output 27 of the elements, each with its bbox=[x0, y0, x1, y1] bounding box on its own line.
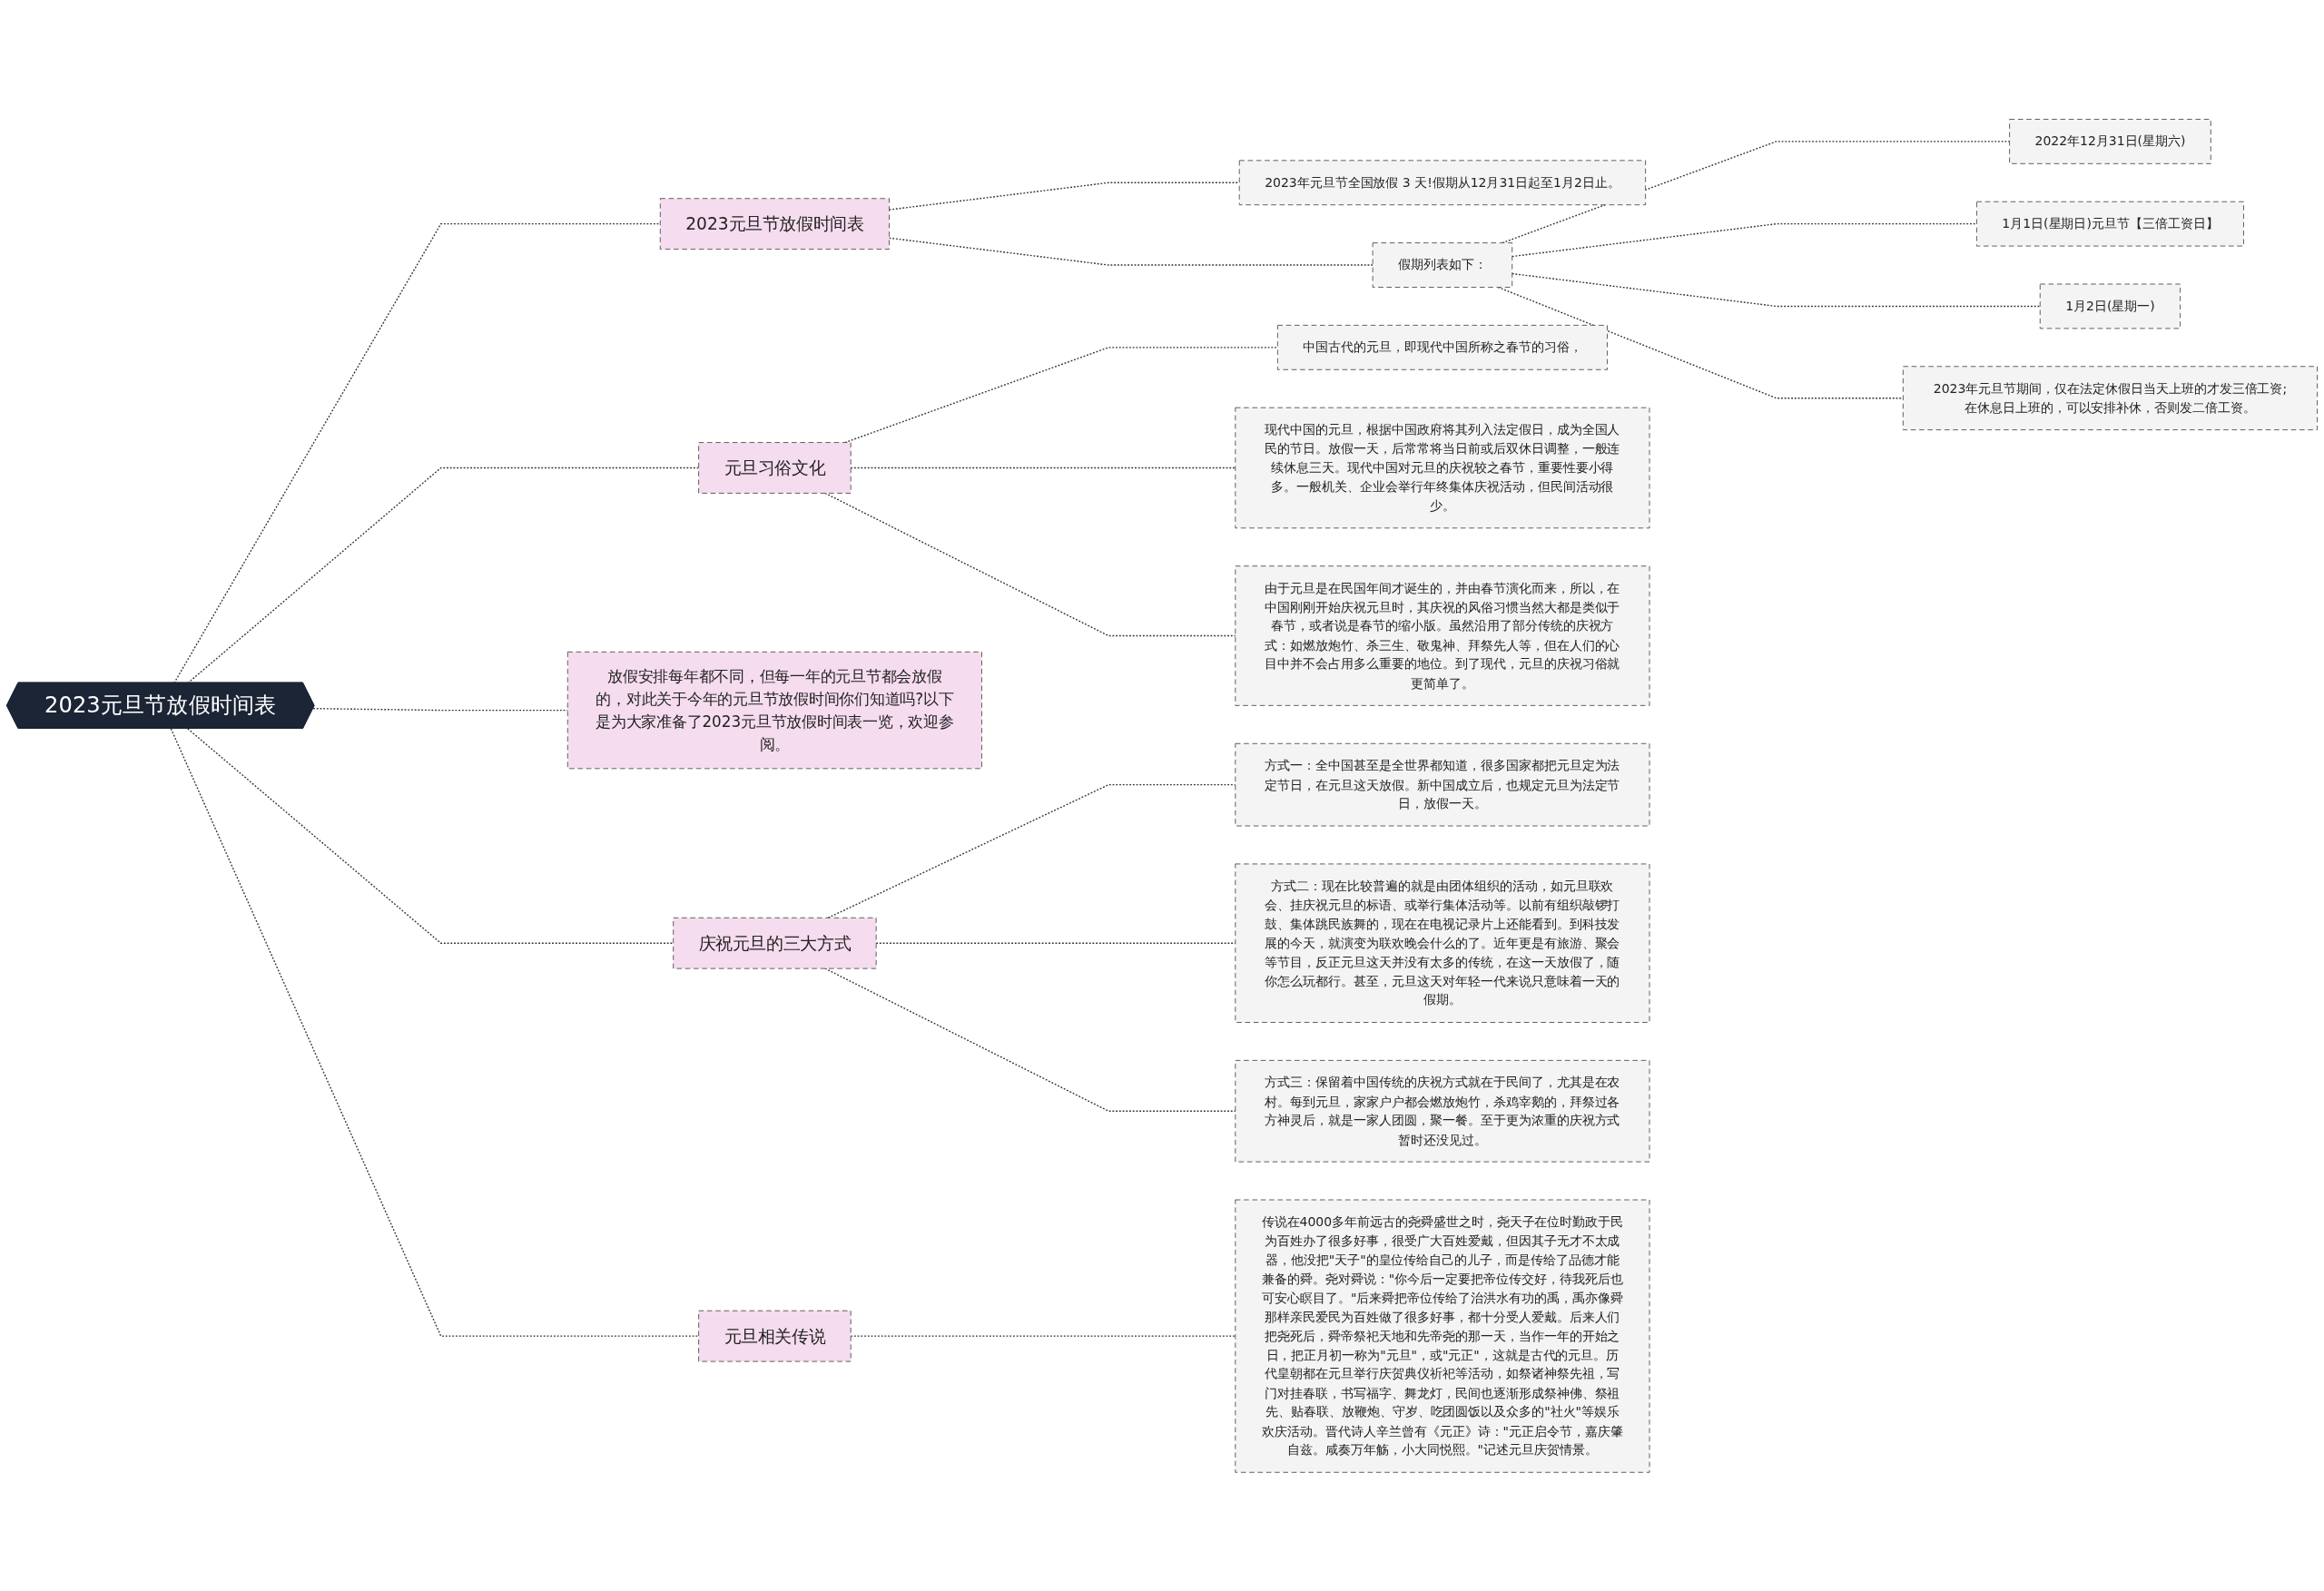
node-box: 方式三：保留着中国传统的庆祝方式就在于民间了，尤其是在农村。每到元旦，家家户户都会燃放炮竹，杀鸡宰鹅的，拜祭过各方神灵后，就是一家人团圆，聚一餐。至于更为浓重的庆祝方式暂时还没见过。 bbox=[1235, 1059, 1650, 1163]
node-box: 庆祝元旦的三大方式 bbox=[673, 917, 877, 969]
node-box: 2022年12月31日(星期六) bbox=[2009, 118, 2211, 164]
connector bbox=[888, 182, 1240, 211]
node-box: 元旦习俗文化 bbox=[698, 441, 852, 494]
node-box: 放假安排每年都不同，但每一年的元旦节都会放假的，对此关于今年的元旦节放假时间你们知道吗?以下是为大家准备了2023元旦节放假时间表一览，欢迎参阅。 bbox=[566, 651, 982, 769]
node-box: 传说在4000多年前远古的尧舜盛世之时，尧天子在位时勤政于民为百姓办了很多好事，很受广大百姓爱戴，但因其子无才不太成器，他没把"天子"的皇位传给自己的儿子，而是传给了品德才能兼备的舜。尧对舜说："你今后一定要把帝位传交好，待我死后也可安心瞑目了。"后来舜把帝位传给了治洪水有功的禹，禹亦像舜那样亲民爱民为百姓做了很多好事，都十分受人爱戴。后来人们把尧死后，舜帝祭祀天地和先帝尧的那一天，当作一年的开始之日，把正月初一称为"元旦"，或"元正"，这就是古代的元旦。历代皇朝都在元旦举行庆贺典仪祈祀等活动，如祭诸神祭先祖，写门对挂春联，书写福字、舞龙灯，民间也逐渐形成祭神佛、祭祖先、贴春联、放鞭炮、守岁、吃团圆饭以及众多的"社火"等娱乐欢庆活动。晋代诗人辛兰曾有《元正》诗："元正启令节，嘉庆肇自兹。咸奏万年觞，小大同悦熙。"记述元旦庆贺情景。 bbox=[1235, 1199, 1650, 1473]
node-box: 2023年元旦节期间，仅在法定休假日当天上班的才发三倍工资;在休息日上班的，可以安排补休，否则发二倍工资。 bbox=[1902, 365, 2318, 430]
node-box: 2023元旦节放假时间表 bbox=[659, 197, 890, 250]
node-box: 现代中国的元旦，根据中国政府将其列入法定假日，成为全国人民的节日。放假一天，后常常将当日前或后双休日调整，一般连续休息三天。现代中国对元旦的庆祝较之春节，重要性要小得多。一般机关、企业会举行年终集体庆祝活动，但民间活动很少。 bbox=[1235, 407, 1650, 528]
connector bbox=[312, 707, 568, 711]
node-box: 2023年元旦节全国放假 3 天!假期从12月31日起至1月2日止。 bbox=[1238, 160, 1647, 205]
node-box: 元旦相关传说 bbox=[698, 1310, 852, 1362]
connector bbox=[1512, 222, 1978, 257]
node-box: 由于元旦是在民国年间才诞生的，并由春节演化而来，所以，在中国刚刚开始庆祝元旦时，其庆祝的风俗习惯当然大都是类似于春节，或者说是春节的缩小版。虽然沿用了部分传统的庆祝方式：如燃放炮竹、杀三生、敬鬼神、拜祭先人等，但在人们的心目中并不会占用多么重要的地位。到了现代，元旦的庆祝习俗就更简单了。 bbox=[1235, 565, 1650, 706]
node-box: 中国古代的元旦，即现代中国所称之春节的习俗， bbox=[1276, 324, 1608, 370]
connector bbox=[888, 237, 1374, 266]
node-box: 方式二：现在比较普遍的就是由团体组织的活动，如元旦联欢会、挂庆祝元旦的标语、或举行集体活动等。以前有组织敲锣打鼓、集体跳民族舞的，现在在电视记录片上还能看到。到科技发展的今天，就演变为联欢晚会什么的了。近年更是有旅游、聚会等节目，反正元旦这天并没有太多的传统，在这一天放假了，随你怎么玩都行。甚至，元旦这天对年轻一代来说只意味着一天的假期。 bbox=[1235, 863, 1650, 1023]
node-box: 假期列表如下： bbox=[1372, 241, 1513, 288]
connector bbox=[850, 1335, 1236, 1337]
node-box: 方式一：全中国甚至是全世界都知道，很多国家都把元旦定为法定节日，在元旦这天放假。新中国成立后，也规定元旦为法定节日，放假一天。 bbox=[1235, 742, 1650, 827]
node-box: 1月2日(星期一) bbox=[2039, 283, 2181, 329]
connector bbox=[850, 466, 1236, 468]
connector bbox=[1512, 272, 2041, 307]
node-box: 1月1日(星期日)元旦节【三倍工资日】 bbox=[1975, 201, 2244, 247]
connector bbox=[170, 727, 700, 1337]
connector bbox=[187, 727, 675, 944]
